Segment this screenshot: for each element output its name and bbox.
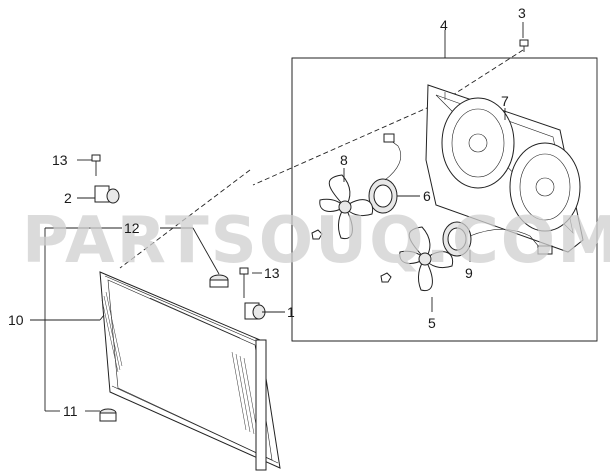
radiator-fins: [101, 291, 259, 437]
callout-7: 7: [501, 93, 509, 109]
nut-left: [311, 229, 323, 240]
callout-6: 6: [423, 188, 431, 204]
fan-motor-left: [368, 133, 402, 214]
callout-5: 5: [428, 315, 436, 331]
nut-right: [380, 272, 392, 283]
callout-3: 3: [518, 5, 526, 21]
callout-13-top: 13: [52, 152, 68, 168]
cushion-11: [99, 408, 117, 422]
bolt-13-right: [239, 267, 249, 298]
bolt-13-top: [91, 154, 101, 176]
callout-12: 12: [124, 220, 140, 236]
watermark-text: PARTSOUQ.COM: [22, 204, 610, 278]
mount-clip-1: [244, 302, 266, 320]
assembly-box: [291, 57, 598, 342]
radiator: [99, 271, 281, 471]
callout-10: 10: [8, 312, 24, 328]
alignment-lines: [119, 49, 524, 269]
callout-4: 4: [440, 17, 448, 33]
callout-13-right: 13: [264, 265, 280, 281]
callout-11: 11: [63, 403, 78, 419]
fan-blade-left: [319, 174, 374, 240]
leader-lines: [30, 22, 524, 412]
callout-9: 9: [465, 265, 473, 281]
cushion-12: [209, 274, 229, 288]
callout-2: 2: [64, 190, 72, 206]
fan-shroud: [425, 84, 584, 253]
callout-1: 1: [287, 304, 295, 320]
fan-blade-right: [399, 226, 454, 292]
mount-clip-2: [94, 185, 120, 204]
callout-8: 8: [340, 152, 348, 168]
bolt-3: [519, 39, 529, 52]
fan-motor-right: [442, 221, 553, 257]
